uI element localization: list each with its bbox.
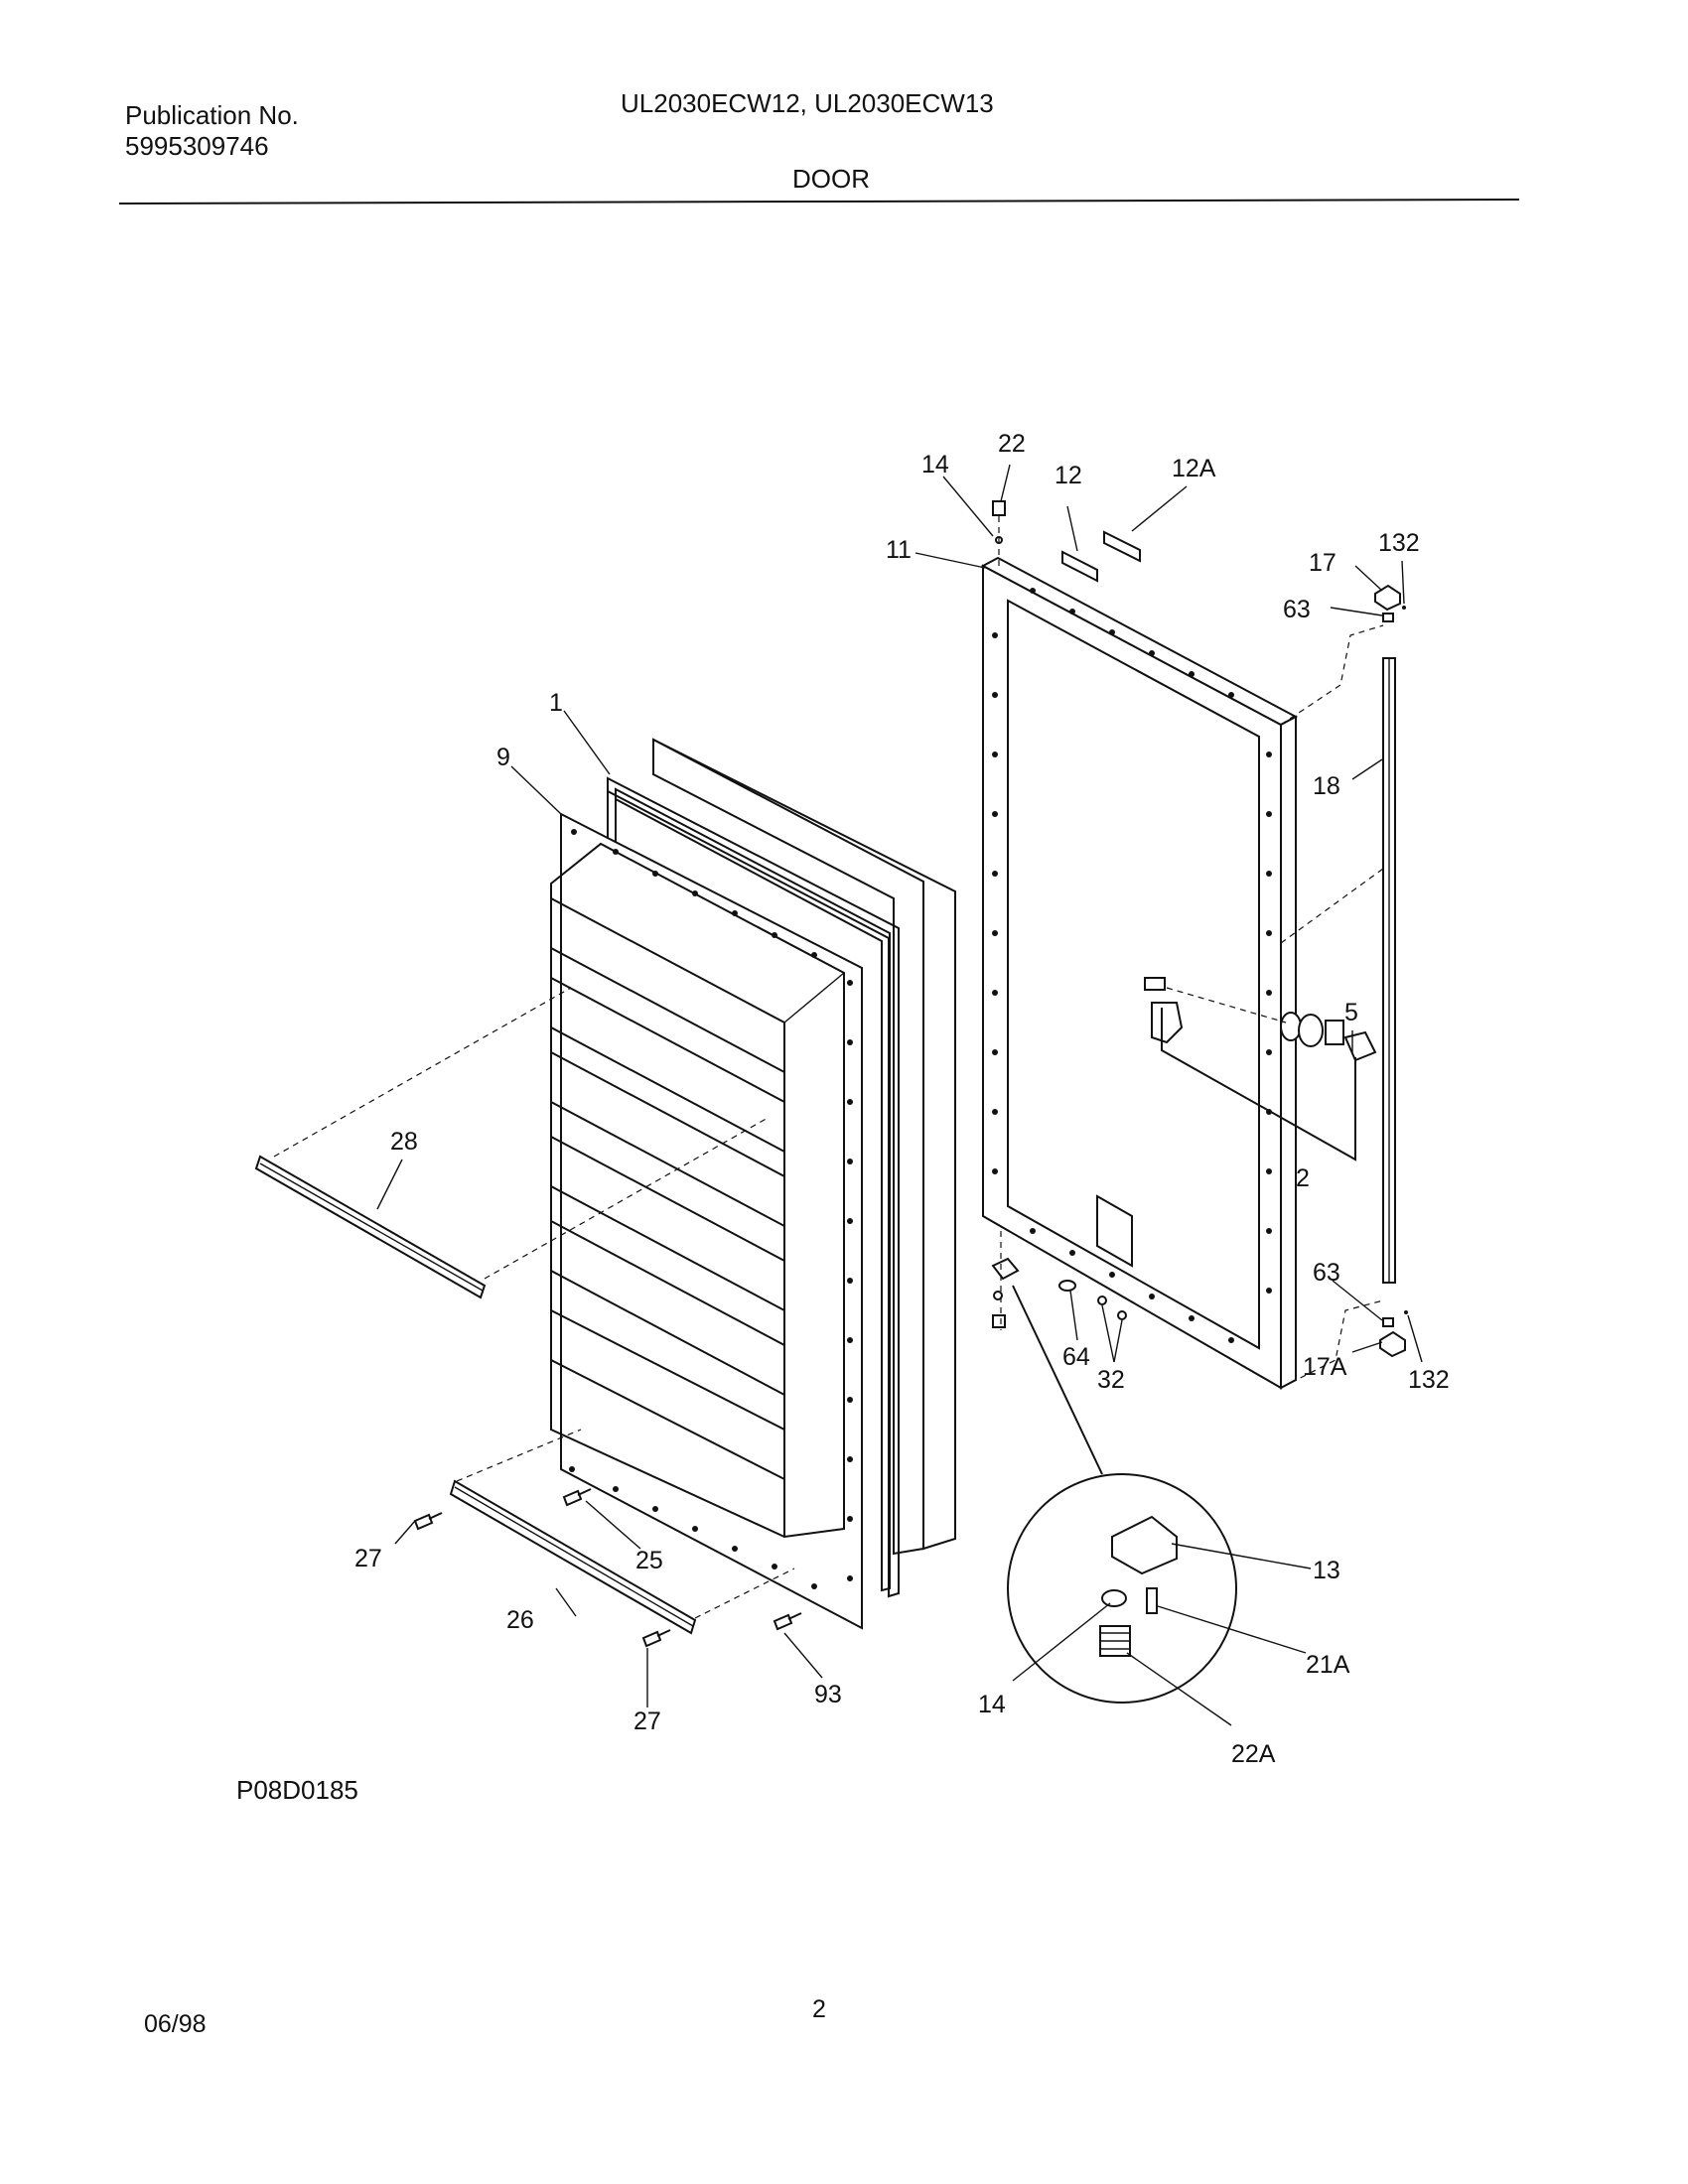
callout-12: 12 (1055, 462, 1082, 489)
callout-2: 2 (1296, 1164, 1310, 1192)
callout-93: 93 (814, 1681, 842, 1708)
callout-22: 22 (998, 430, 1026, 458)
top-hinge-pin (992, 500, 1006, 566)
callout-32: 32 (1097, 1366, 1125, 1394)
publication-date: 06/98 (144, 2010, 207, 2038)
section-title: DOOR (792, 164, 870, 194)
callout-22a: 22A (1231, 1740, 1276, 1768)
callout-12a: 12A (1172, 455, 1216, 482)
leader-lines (376, 464, 1423, 1726)
callout-132-top: 132 (1378, 529, 1420, 557)
inner-door-liner (550, 812, 863, 1630)
model-numbers: UL2030ECW12, UL2030ECW13 (621, 88, 994, 118)
door-panel-11 (980, 556, 1299, 1390)
callout-14-detail: 14 (978, 1691, 1006, 1718)
callout-64: 64 (1062, 1343, 1090, 1371)
drawing-id: P08D0185 (236, 1775, 358, 1805)
callout-28: 28 (390, 1128, 418, 1156)
callout-9: 9 (496, 744, 510, 771)
callout-11: 11 (886, 536, 912, 564)
callout-63-top: 63 (1283, 596, 1311, 623)
lock-assembly (1144, 977, 1377, 1161)
publication-number: 5995309746 (125, 131, 269, 161)
callout-63-bottom: 63 (1313, 1259, 1340, 1287)
shelf-rail-28 (254, 987, 771, 1299)
callout-5: 5 (1344, 999, 1358, 1026)
callout-132-bottom: 132 (1408, 1366, 1450, 1394)
callout-27-lower: 27 (633, 1707, 661, 1735)
callout-26: 26 (506, 1606, 534, 1634)
callout-14-top: 14 (921, 451, 949, 478)
callout-17a: 17A (1303, 1353, 1347, 1381)
callout-1: 1 (549, 689, 563, 717)
callouts: 1 9 28 27 25 26 27 93 14 22 12 12A 11 17… (354, 430, 1450, 1768)
callout-18: 18 (1313, 772, 1340, 800)
publication-label: Publication No. (125, 100, 299, 130)
callout-21a: 21A (1306, 1651, 1350, 1679)
outer-door-panel (652, 738, 956, 1556)
end-caps (1374, 584, 1408, 1358)
bottom-hinge-parts (991, 1231, 1127, 1475)
callout-17: 17 (1309, 549, 1336, 577)
labels-12 (1061, 530, 1141, 583)
screws-left (413, 1488, 802, 1648)
page-number: 2 (812, 1995, 826, 2023)
bottom-rail-26 (449, 1429, 795, 1635)
callout-13: 13 (1313, 1557, 1340, 1584)
callout-25: 25 (635, 1547, 663, 1574)
callout-27-upper: 27 (354, 1545, 382, 1572)
header-rule (118, 199, 1520, 205)
hinge-detail-circle (1007, 1473, 1237, 1704)
